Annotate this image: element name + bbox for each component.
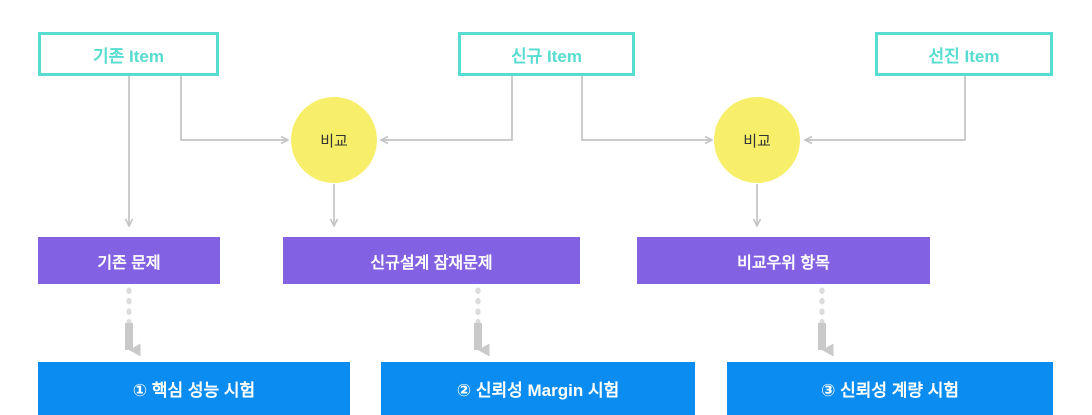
source-label-existing-item: 기존 Item	[93, 46, 164, 66]
source-box-advanced-item[interactable]: 선진 Item	[875, 32, 1053, 76]
comparison-circle-1-label: 비교	[320, 132, 348, 150]
outcome-box-comparative-advantage-item[interactable]: 비교우위 항목	[637, 237, 930, 284]
outcome-box-new-design-latent-problem[interactable]: 신규설계 잠재문제	[283, 237, 580, 284]
test-label-reliability-quantification: ③ 신뢰성 계량 시험	[820, 381, 960, 400]
comparison-circle-1[interactable]: 비교	[291, 97, 377, 183]
outcome-label-new-design-latent-problem: 신규설계 잠재문제	[370, 254, 493, 272]
comparison-circle-2[interactable]: 비교	[714, 97, 800, 183]
wire-advanced-to-compare2	[805, 76, 966, 140]
outcome-box-existing-problem[interactable]: 기존 문제	[38, 237, 220, 284]
source-box-new-item[interactable]: 신규 Item	[458, 32, 635, 76]
test-label-reliability-margin: ② 신뢰성 Margin 시험	[456, 381, 620, 400]
test-box-reliability-margin[interactable]: ② 신뢰성 Margin 시험	[381, 362, 695, 415]
source-box-existing-item[interactable]: 기존 Item	[38, 32, 219, 76]
comparison-circle-2-label: 비교	[743, 132, 771, 150]
source-label-new-item: 신규 Item	[511, 46, 582, 66]
wire-new-to-compare2	[581, 76, 712, 140]
test-label-core-performance: ① 핵심 성능 시험	[132, 381, 256, 400]
outcome-label-existing-problem: 기존 문제	[97, 254, 161, 272]
source-label-advanced-item: 선진 Item	[928, 46, 1000, 66]
outcome-label-comparative-advantage-item: 비교우위 항목	[737, 254, 830, 272]
test-box-reliability-quantification[interactable]: ③ 신뢰성 계량 시험	[727, 362, 1053, 415]
test-box-core-performance[interactable]: ① 핵심 성능 시험	[38, 362, 350, 415]
wire-new-to-compare1	[381, 76, 513, 140]
wire-existing-to-compare1	[180, 76, 288, 140]
